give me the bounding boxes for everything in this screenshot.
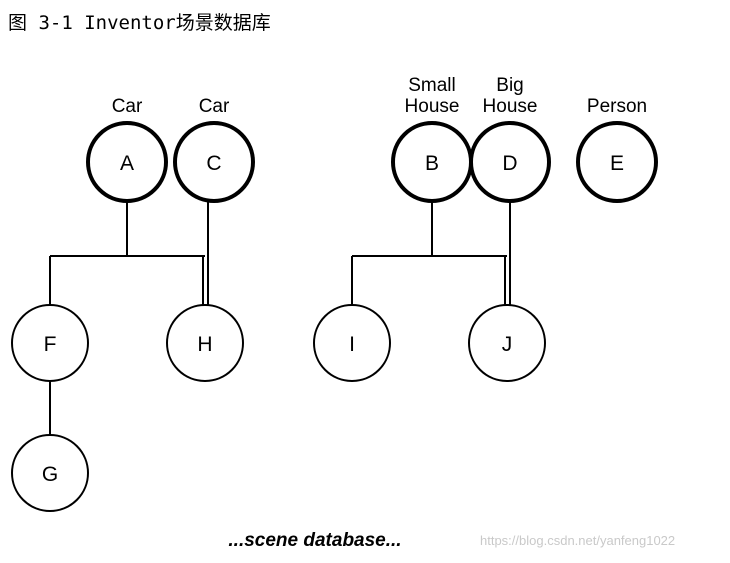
- graph-node-b[interactable]: B: [391, 121, 473, 203]
- graph-node-d[interactable]: D: [469, 121, 551, 203]
- nodes-layer: A C B D E F H I J G: [11, 121, 658, 512]
- graph-node-h[interactable]: H: [166, 304, 244, 382]
- node-caption-a: Car: [111, 96, 143, 117]
- edges-layer: [49, 201, 511, 435]
- node-letter-d: D: [502, 152, 517, 175]
- node-letter-a: A: [120, 152, 134, 175]
- node-caption-d: Big House: [482, 75, 538, 117]
- graph-node-f[interactable]: F: [11, 304, 89, 382]
- node-letter-g: G: [42, 463, 58, 486]
- diagram-footer-text: ...scene database...: [228, 530, 402, 551]
- node-letter-b: B: [425, 152, 439, 175]
- node-caption-e: Person: [586, 96, 648, 117]
- node-letter-f: F: [44, 333, 57, 356]
- figure-caption: 图 3-1 Inventor场景数据库: [8, 12, 271, 34]
- node-circle-a[interactable]: [86, 121, 168, 203]
- node-circle-j[interactable]: [468, 304, 546, 382]
- node-circle-h[interactable]: [166, 304, 244, 382]
- node-circle-f[interactable]: [11, 304, 89, 382]
- node-letter-i: I: [349, 333, 355, 356]
- graph-node-e[interactable]: E: [576, 121, 658, 203]
- graph-node-a[interactable]: A: [86, 121, 168, 203]
- node-letter-j: J: [502, 333, 513, 356]
- node-letter-e: E: [610, 152, 624, 175]
- graph-node-g[interactable]: G: [11, 434, 89, 512]
- node-circle-e[interactable]: [576, 121, 658, 203]
- node-caption-c: Car: [198, 96, 230, 117]
- node-circle-d[interactable]: [469, 121, 551, 203]
- node-circle-c[interactable]: [173, 121, 255, 203]
- watermark-text: https://blog.csdn.net/yanfeng1022: [480, 533, 676, 548]
- node-letter-c: C: [206, 152, 221, 175]
- node-letter-h: H: [197, 333, 212, 356]
- node-circle-i[interactable]: [313, 304, 391, 382]
- graph-node-c[interactable]: C: [173, 121, 255, 203]
- graph-node-j[interactable]: J: [468, 304, 546, 382]
- node-caption-b: Small House: [404, 75, 460, 117]
- graph-node-i[interactable]: I: [313, 304, 391, 382]
- node-circle-g[interactable]: [11, 434, 89, 512]
